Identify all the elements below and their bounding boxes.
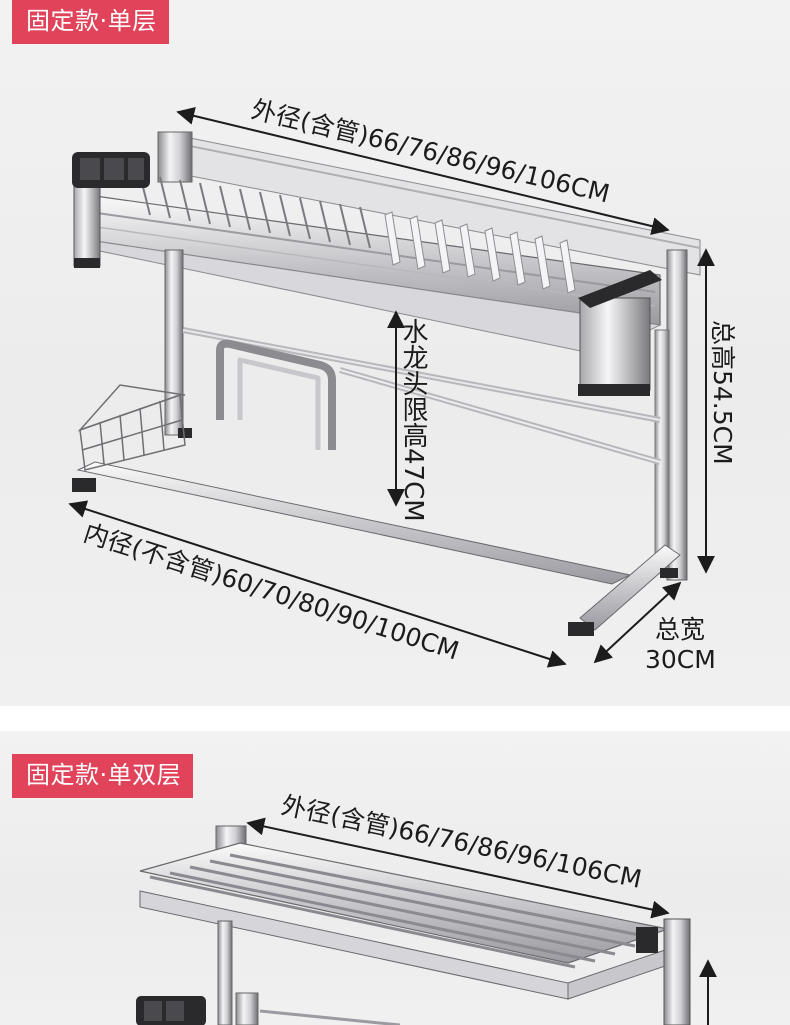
inner-dimension-line [68, 500, 567, 668]
left-cutlery-holder [72, 152, 150, 268]
single-layer-panel: 外径(含管)66/76/86/96/106CM 水龙头限高47CM 总高54.5… [0, 0, 790, 706]
right-knife-holder [578, 270, 662, 396]
side-basket [77, 384, 186, 471]
total-width-label-bottom: 30CM [645, 645, 716, 674]
lower-rack-partial [136, 920, 401, 1025]
total-width-dimension-line [593, 581, 682, 664]
double-layer-badge: 固定款·单双层 [12, 754, 194, 798]
outer-dimension-line [176, 107, 670, 235]
towel-bar [216, 339, 336, 450]
total-height-label: 总高54.5CM [708, 320, 737, 465]
double-layer-rack-illustration: 外径(含管)66/76/86/96/106CM [136, 790, 717, 1025]
total-width-label-top: 总宽 [655, 615, 705, 644]
outer-dimension-line-2 [246, 817, 670, 919]
single-layer-rack-illustration: 外径(含管)66/76/86/96/106CM 水龙头限高47CM 总高54.5… [68, 95, 737, 674]
double-layer-panel: 外径(含管)66/76/86/96/106CM 固定款·单双层 [0, 731, 790, 1025]
faucet-height-label: 水龙头限高47CM [398, 318, 428, 522]
single-layer-badge: 固定款·单层 [12, 0, 169, 44]
